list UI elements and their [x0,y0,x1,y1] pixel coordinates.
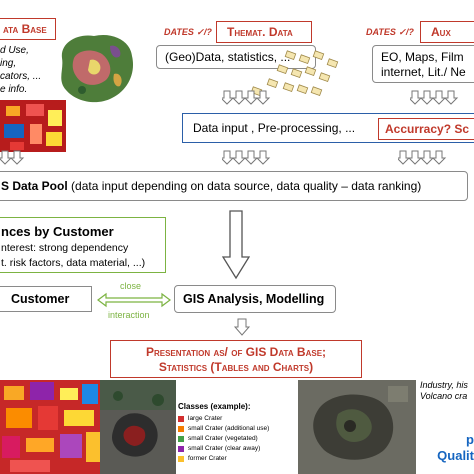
volcano-satellite-image [298,380,416,474]
gis-analysis-box: GIS Analysis, Modelling [174,285,336,313]
thematic-content: (Geo)Data, statistics, ... [165,50,291,64]
bottom-land-use-map-image [0,380,102,474]
legend-item: small Crater (vegetated) [178,435,298,443]
legend-swatch-icon [178,426,184,432]
right-caption: Industry, his Volcano cra [420,380,468,402]
data-base-title: ata Base [3,22,47,36]
gis-data-pool-description: (data input depending on data source, da… [67,179,422,193]
data-base-line: cators, ... [0,71,42,82]
gis-data-pool-box: S Data Pool (data input depending on dat… [0,171,468,201]
data-base-line: d Use, [0,45,29,56]
influences-box: nces by Customer nterest: strong depende… [0,217,166,273]
accuracy-label: Accurracy? Sc [385,122,470,136]
influences-line: t. risk factors, data material, ...) [1,257,146,269]
arrows-row2-right [398,150,447,165]
island-map-image [61,34,134,103]
quality-text: p Qualit [436,432,474,464]
thematic-dates: DATES ✓/? [164,27,212,37]
close-interaction-label-top: close [120,281,142,291]
classes-legend: Classes (example): large Crater small Cra… [178,402,298,465]
legend-item: small Crater (clear away) [178,445,298,453]
right-caption-line: Volcano cra [420,391,468,401]
auxiliary-title-box: Aux [420,21,474,43]
legend-swatch-icon [178,436,184,442]
data-base-line: e info. [0,84,28,95]
legend-item: large Crater [178,415,298,423]
auxiliary-content-line: EO, Maps, Film [381,50,464,64]
preprocessing-label: Data input , Pre-processing, ... [193,121,356,135]
gis-data-pool-title: S Data Pool [1,179,68,193]
legend-item-label: large Crater [188,415,223,422]
presentation-box: Presentation as/ of GIS Data Base; Stati… [110,340,362,378]
presentation-line: Statistics (Tables and Charts) [158,360,314,374]
arrows-row1-right [410,90,459,105]
legend-item: small Crater (additional use) [178,425,298,433]
quality-text-line: Qualit [437,448,474,463]
auxiliary-dates: DATES ✓/? [366,27,414,37]
thematic-title: Themat. Data [227,25,293,39]
influences-line: nterest: strong dependency [1,242,129,254]
auxiliary-content-box: EO, Maps, Film internet, Lit./ Ne [372,45,474,83]
legend-swatch-icon [178,456,184,462]
customer-box: Customer [0,286,92,312]
crater-satellite-image [100,380,176,474]
data-base-box: ata Base [0,18,56,40]
arrows-row1-middle [222,90,271,105]
accuracy-box: Accurracy? Sc [378,118,474,140]
data-base-line: ing, [0,58,17,69]
legend-swatch-icon [178,446,184,452]
quality-text-line: p [466,432,474,447]
legend-item-label: small Crater (additional use) [188,425,270,432]
arrow-to-presentation [234,318,250,336]
auxiliary-title: Aux [431,25,451,39]
document-stack-icons [250,50,339,97]
presentation-line: Presentation as/ of GIS Data Base; [145,345,327,359]
legend-title: Classes (example): [178,402,251,411]
customer-label: Customer [11,292,70,306]
legend-swatch-icon [178,416,184,422]
auxiliary-content-line: internet, Lit./ Ne [381,65,466,79]
legend-item-label: small Crater (vegetated) [188,435,258,442]
influences-title: nces by Customer [1,224,114,239]
gis-data-pool-label: S Data Pool (data input depending on dat… [1,179,421,193]
land-use-map-image [0,100,66,152]
legend-item-label: former Crater [188,455,227,462]
arrows-row2-middle [222,150,271,165]
thematic-title-box: Themat. Data [216,21,312,43]
close-interaction-arrow [97,292,171,308]
pool-to-analysis-arrow [222,210,250,280]
right-caption-line: Industry, his [420,380,468,390]
data-base-lines: d Use, ing, cators, ... e info. [0,44,41,96]
arrows-row2-left [0,150,25,165]
close-interaction-label-bottom: interaction [108,310,150,320]
gis-analysis-label: GIS Analysis, Modelling [183,292,325,306]
legend-items: large Crater small Crater (additional use… [178,415,298,463]
legend-item-label: small Crater (clear away) [188,445,261,452]
legend-item: former Crater [178,455,298,463]
